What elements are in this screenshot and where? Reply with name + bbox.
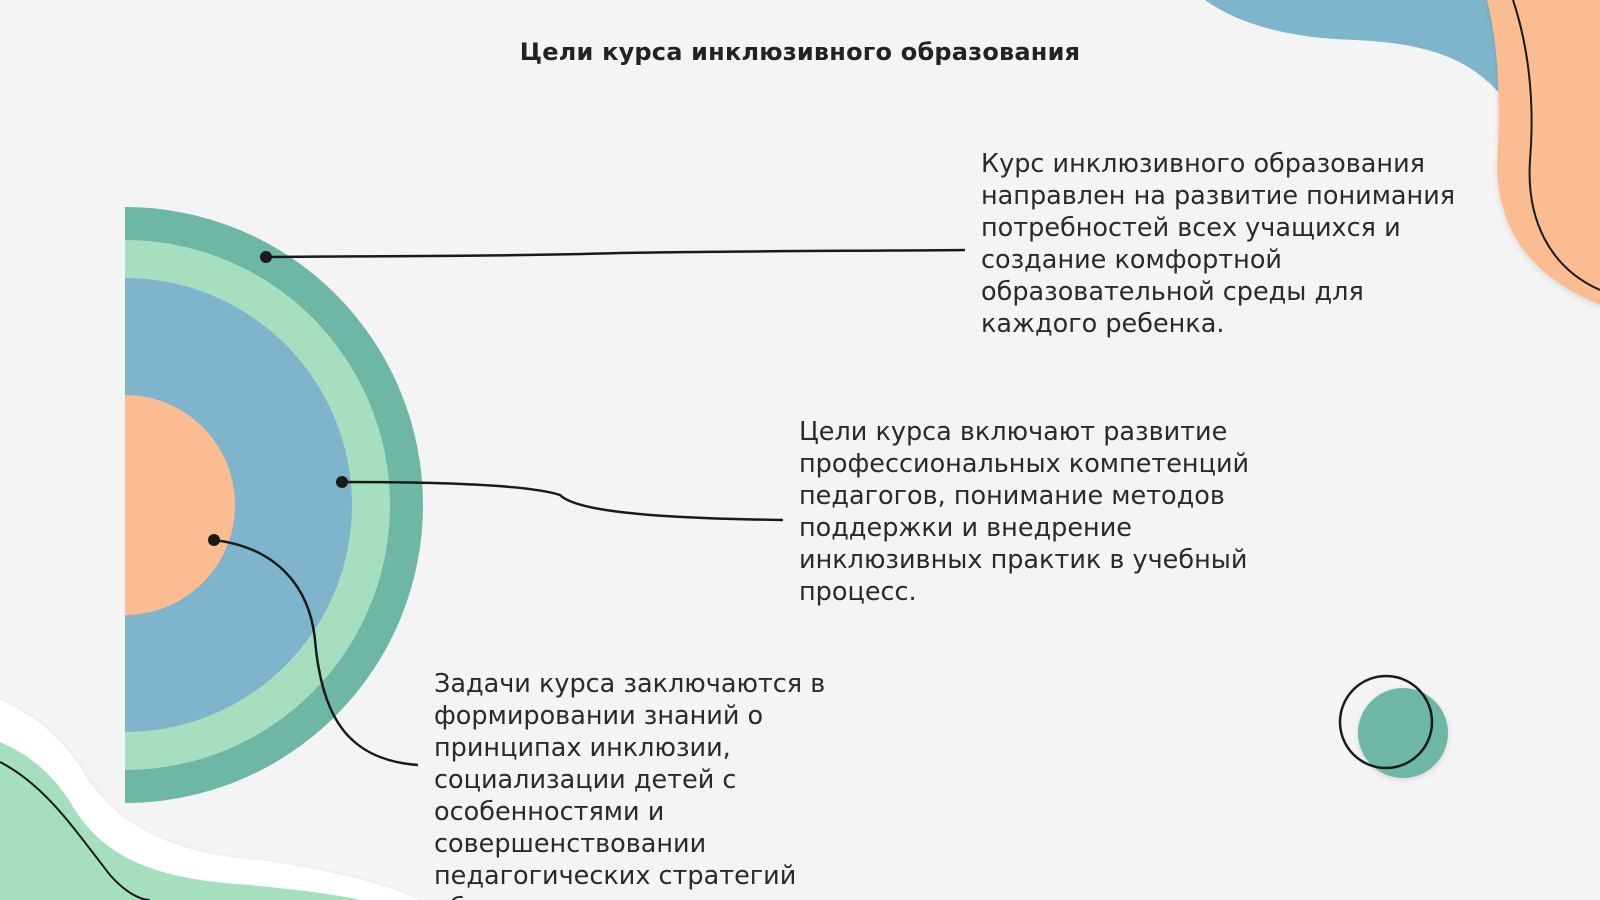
connector-line-1 xyxy=(265,248,966,259)
connector-dot-2 xyxy=(336,476,348,488)
core-circle-peach xyxy=(125,395,235,615)
slide-title: Цели курса инклюзивного образования xyxy=(519,38,1081,66)
point-text-2: Цели курса включают развитие профессиона… xyxy=(799,417,1250,607)
connector-dot-1 xyxy=(260,251,272,263)
point-text-3: Задачи курса заключаются в формировании … xyxy=(434,669,826,900)
connector-dot-3 xyxy=(208,534,220,546)
outline-curve-bottom-left xyxy=(0,761,151,900)
peach-blob-top-right xyxy=(1487,0,1600,305)
concentric-half-circles xyxy=(125,207,423,803)
inner-ring-blue xyxy=(125,278,352,732)
point-text-1: Курс инклюзивного образования направлен … xyxy=(981,149,1456,339)
mint-wave-bottom-left xyxy=(0,742,360,900)
blue-blob-top-right xyxy=(1205,0,1535,100)
teal-circle-bottom-right xyxy=(1358,688,1448,778)
connector-line-3 xyxy=(213,538,419,767)
outline-circle-bottom-right xyxy=(1338,674,1434,770)
outline-curve-top-right xyxy=(1512,0,1600,291)
connector-line-2 xyxy=(341,480,784,522)
